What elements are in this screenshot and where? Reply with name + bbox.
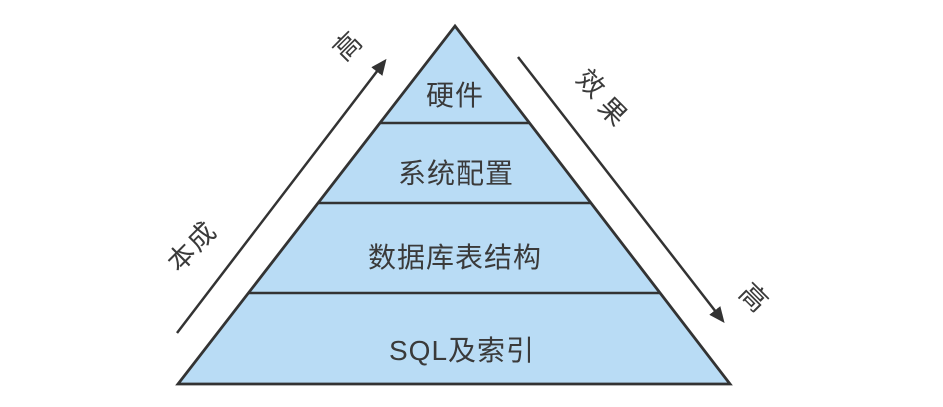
level-label-hardware: 硬件 (425, 80, 485, 111)
level-label-db-schema: 数据库表结构 (367, 242, 543, 273)
level-label-system-config: 系统配置 (397, 158, 515, 189)
level-label-sql-index: SQL及索引 (388, 335, 536, 366)
effect-arrow (517, 56, 725, 324)
cost-arrow (176, 58, 387, 334)
pyramid-shape (175, 23, 733, 386)
